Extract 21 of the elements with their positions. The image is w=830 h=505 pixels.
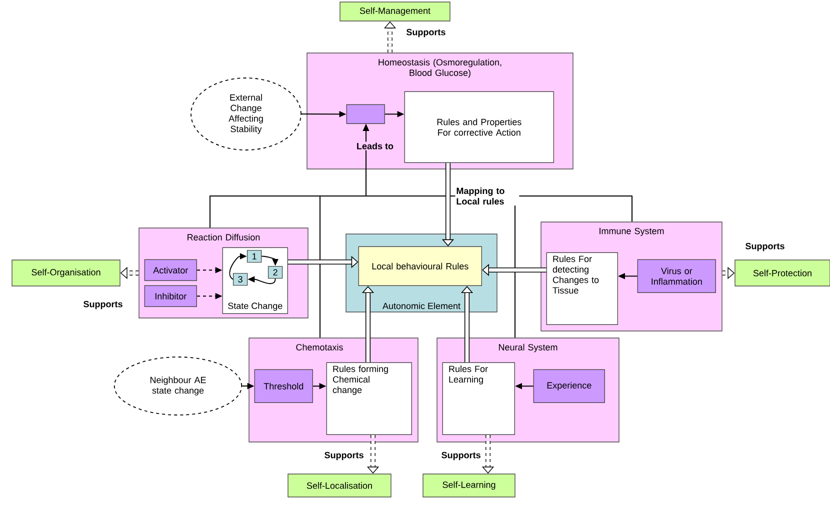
edge-label: Supports [405,28,447,38]
trigger-box: Threshold [254,369,313,403]
trigger-box: Experience [533,369,605,403]
trigger-box: Activator [144,259,197,281]
property-box: Self-Management [340,2,450,22]
property-box: Self-Protection [734,260,830,286]
edge-label: Leads to [356,142,394,150]
property-box: Self-Localisation [288,474,392,498]
trigger-box [346,104,385,124]
edge-label: Supports [323,450,365,462]
edge-label: Supports [440,450,482,462]
state-square: 2 [268,266,283,279]
trigger-box: Inhibitor [144,285,197,307]
property-box: Self-Learning [422,474,516,498]
edge-label: Supports [82,300,124,310]
state-square: 1 [246,250,262,263]
property-box: Self-Organisation [12,260,120,286]
trigger-box: Virus or Inflammation [637,259,716,293]
edge-label: Mapping to Local rules [455,186,520,206]
edge-label: Supports [744,242,786,252]
state-square: 3 [232,272,248,286]
